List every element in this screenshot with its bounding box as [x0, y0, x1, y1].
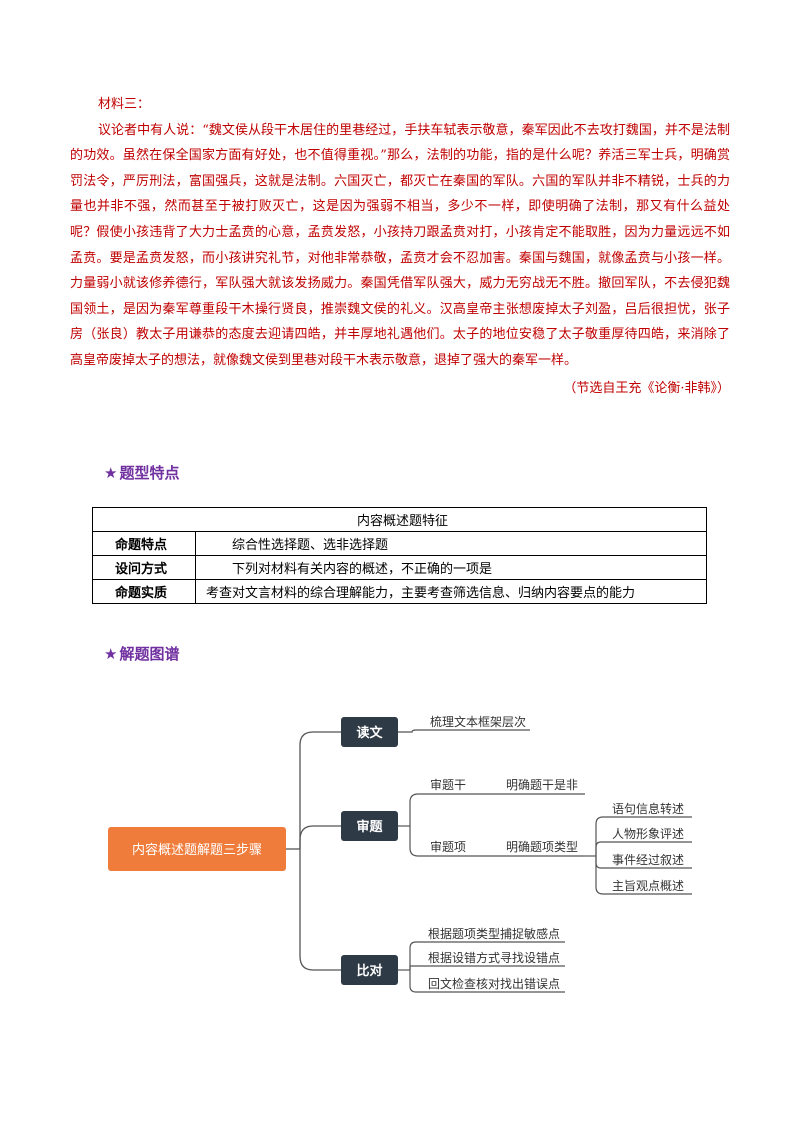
- mindmap-connector: [409, 793, 585, 826]
- table-value: 考查对文言材料的综合理解能力，主要考查筛选信息、归纳内容要点的能力: [195, 579, 707, 604]
- material-label: 材料三：: [98, 97, 151, 112]
- table-key: 命题实质: [92, 579, 196, 604]
- mindmap-connector: [595, 841, 692, 856]
- mindmap-connector: [595, 816, 692, 856]
- table-value: 综合性选择题、选非选择题: [195, 531, 707, 556]
- step3-item: 回文检查核对找出错误点: [428, 976, 560, 991]
- table-key: 设问方式: [92, 555, 196, 580]
- type-item: 语句信息转述: [612, 801, 684, 816]
- mindmap-connector: [409, 965, 565, 970]
- mindmap-connector: [398, 729, 530, 733]
- table-key: 命题特点: [92, 531, 196, 556]
- mindmap-connector: [409, 941, 565, 970]
- mindmap-connector: [299, 825, 341, 849]
- step2-sub2-child: 明确题项类型: [506, 840, 578, 854]
- mindmap-connector: [299, 731, 341, 849]
- step1-child: 梳理文本框架层次: [430, 714, 526, 729]
- section-title-map-text: 解题图谱: [119, 645, 180, 663]
- step2-box: [341, 811, 398, 841]
- mindmap-root: 内容概述题解题三步骤: [132, 842, 262, 858]
- mindmap-connector: [595, 856, 692, 895]
- table-value: 下列对材料有关内容的概述，不正确的一项是: [195, 555, 707, 580]
- table-row: 命题实质 考查对文言材料的综合理解能力，主要考查筛选信息、归纳内容要点的能力: [92, 579, 707, 604]
- table-header: 内容概述题特征: [92, 507, 707, 532]
- table-header-row: 内容概述题特征: [92, 507, 707, 532]
- material-paragraph: 议论者中有人说：“魏文侯从段干木居住的里巷经过，手扶车轼表示敬意，秦军因此不去攻…: [70, 122, 730, 368]
- step3-item: 根据设错方式寻找设错点: [428, 950, 560, 965]
- table-row: 命题特点 综合性选择题、选非选择题: [92, 531, 707, 556]
- step3-label: 比对: [356, 963, 382, 979]
- star-icon: ★: [104, 464, 118, 482]
- section-title-map: ★解题图谱: [104, 643, 179, 664]
- mindmap-root-box: [108, 827, 286, 871]
- star-icon: ★: [104, 645, 118, 663]
- type-item: 人物形象评述: [612, 827, 684, 841]
- step1-label: 读文: [356, 725, 383, 741]
- section-title-features: ★题型特点: [104, 462, 179, 483]
- step2-sub1-child: 明确题干是非: [506, 778, 578, 792]
- step3-item: 根据题项类型捕捉敏感点: [428, 926, 560, 941]
- step3-box: [341, 955, 398, 985]
- step2-sub2: 审题项: [430, 839, 466, 854]
- mindmap-connector: [409, 826, 585, 857]
- table-row: 设问方式 下列对材料有关内容的概述，不正确的一项是: [92, 555, 707, 580]
- step2-sub1: 审题干: [430, 777, 466, 792]
- step1-box: [341, 717, 398, 747]
- type-item: 主旨观点概述: [612, 879, 684, 893]
- type-item: 事件经过叙述: [612, 853, 684, 867]
- material-three: 材料三： 议论者中有人说：“魏文侯从段干木居住的里巷经过，手扶车轼表示敬意，秦军…: [70, 92, 730, 401]
- mindmap-connector: [299, 849, 341, 971]
- section-title-features-text: 题型特点: [119, 464, 180, 482]
- material-source: （节选自王充《论衡·非韩》）: [563, 380, 730, 396]
- mindmap-connector: [409, 970, 565, 993]
- solution-mindmap: 内容概述题解题三步骤 读文 梳理文本框架层次 审题 审题干 明确题干是非 审题项…: [108, 714, 692, 993]
- step2-label: 审题: [356, 819, 383, 835]
- feature-table: 内容概述题特征 命题特点 综合性选择题、选非选择题 设问方式 下列对材料有关内容…: [92, 507, 707, 604]
